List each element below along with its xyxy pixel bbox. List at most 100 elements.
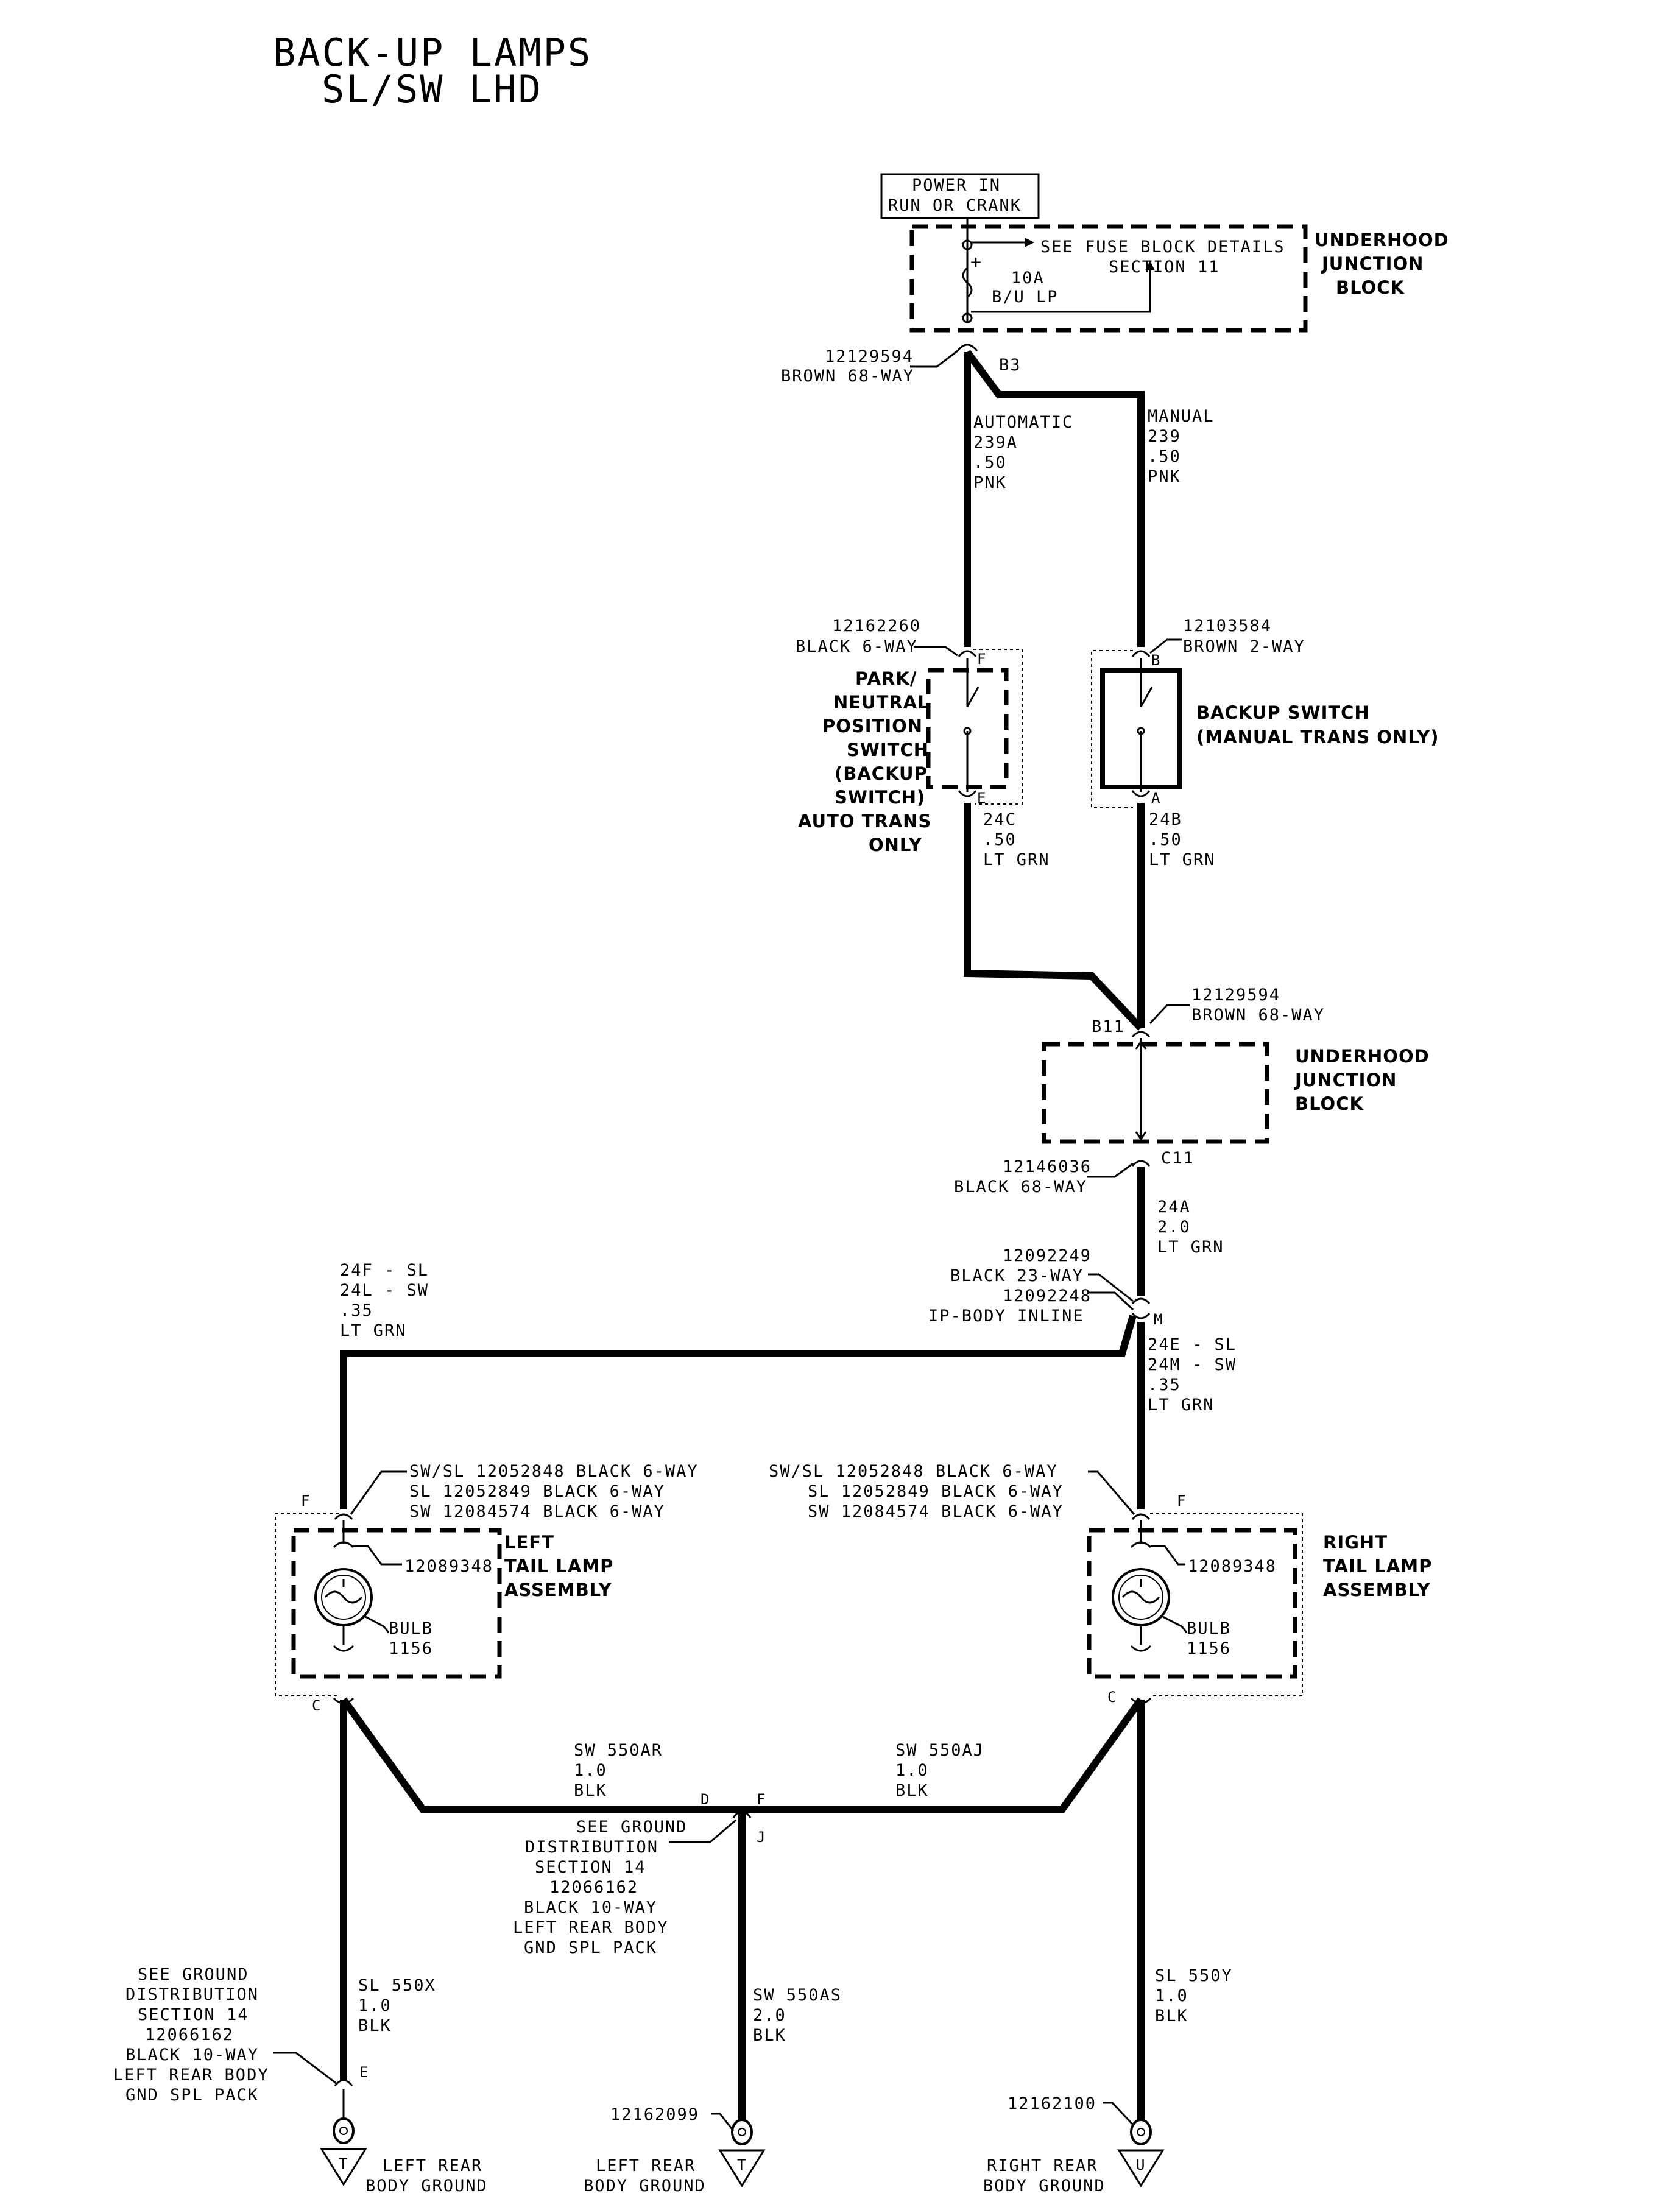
svg-text:T: T	[737, 2156, 747, 2173]
svg-text:SECTION 14: SECTION 14	[138, 2005, 249, 2024]
bs-part: 12103584	[1183, 616, 1272, 635]
svg-text:BULB: BULB	[389, 1619, 433, 1638]
connector-b11: 12129594 BROWN 68-WAY B11	[1092, 986, 1325, 1038]
svg-text:BLACK 23-WAY: BLACK 23-WAY	[950, 1266, 1084, 1285]
svg-text:NEUTRAL: NEUTRAL	[833, 692, 930, 713]
ring-terminal-icon	[731, 2119, 753, 2145]
svg-text:LT GRN: LT GRN	[1148, 1396, 1215, 1414]
switch-contact-icon	[1137, 727, 1145, 735]
ground-icon	[320, 2148, 367, 2186]
svg-text:F: F	[1177, 1492, 1187, 1509]
svg-text:SL 12052849 BLACK 6-WAY: SL 12052849 BLACK 6-WAY	[808, 1482, 1064, 1501]
svg-text:24F - SL: 24F - SL	[340, 1261, 429, 1280]
svg-text:JUNCTION: JUNCTION	[1294, 1070, 1397, 1090]
wire-label-automatic: AUTOMATIC 239A .50 PNK	[973, 413, 1073, 492]
svg-text:LEFT: LEFT	[504, 1532, 554, 1553]
svg-text:24A: 24A	[1157, 1198, 1191, 1216]
svg-text:U: U	[1136, 2156, 1146, 2173]
svg-text:24B: 24B	[1149, 810, 1182, 829]
arrow-up-icon	[971, 263, 1151, 313]
svg-text:SW/SL 12052848 BLACK 6-WAY: SW/SL 12052848 BLACK 6-WAY	[769, 1462, 1058, 1481]
wire-label-550aj: SW 550AJ 1.0 BLK	[895, 1741, 983, 1800]
wire-24f-24l	[340, 1315, 1137, 1509]
svg-text:SECTION 14: SECTION 14	[535, 1858, 646, 1877]
junction-name-3: BLOCK	[1336, 277, 1405, 298]
bs-pin-bot: A	[1151, 789, 1161, 807]
svg-text:1.0: 1.0	[358, 1996, 392, 2015]
svg-text:24L - SW: 24L - SW	[340, 1281, 429, 1300]
svg-text:SW 12084574 BLACK 6-WAY: SW 12084574 BLACK 6-WAY	[409, 1502, 665, 1521]
ground-left-rear-2: 12162099 T LEFT REAR BODY GROUND	[584, 2105, 766, 2195]
svg-text:BLK: BLK	[753, 2026, 786, 2045]
svg-text:1.0: 1.0	[895, 1761, 929, 1780]
wire-24c	[964, 803, 1144, 1031]
svg-text:DISTRIBUTION: DISTRIBUTION	[525, 1838, 658, 1857]
svg-text:2.0: 2.0	[1157, 1218, 1191, 1237]
svg-text:SEE GROUND: SEE GROUND	[576, 1818, 688, 1837]
svg-text:SL 550X: SL 550X	[358, 1976, 436, 1995]
svg-text:RIGHT REAR: RIGHT REAR	[987, 2156, 1098, 2175]
b11-desc: BROWN 68-WAY	[1191, 1006, 1325, 1025]
svg-text:MANUAL: MANUAL	[1148, 407, 1215, 426]
b3-desc: BROWN 68-WAY	[781, 367, 914, 386]
diagram-title: BACK-UP LAMPS SL/SW LHD	[273, 30, 592, 111]
svg-text:LT GRN: LT GRN	[340, 1321, 407, 1340]
ring-terminal-icon	[1130, 2119, 1152, 2145]
svg-text:.50: .50	[983, 830, 1017, 849]
svg-text:12092248: 12092248	[1003, 1287, 1092, 1305]
wire-550aj	[742, 1697, 1144, 1813]
c11-desc: BLACK 68-WAY	[954, 1177, 1087, 1196]
connector-ip-body-inline: 12092249 BLACK 23-WAY 12092248 IP-BODY I…	[928, 1246, 1162, 1328]
svg-text:SW 12084574 BLACK 6-WAY: SW 12084574 BLACK 6-WAY	[808, 1502, 1064, 1521]
svg-text:UNDERHOOD: UNDERHOOD	[1295, 1046, 1430, 1067]
wire-label-manual: MANUAL 239 .50 PNK	[1148, 407, 1215, 486]
park-neutral-position-switch: 12162260 BLACK 6-WAY F E PARK/ NEUTRAL P…	[796, 616, 1023, 855]
svg-text:SEE GROUND: SEE GROUND	[138, 1965, 249, 1984]
underhood-junction-block-top: + SEE FUSE BLOCK DETAILS SECTION 11 10A …	[909, 218, 1449, 333]
bs-desc: BROWN 2-WAY	[1183, 637, 1305, 656]
wire-label-24a: 24A 2.0 LT GRN	[1157, 1198, 1223, 1257]
svg-text:BACKUP SWITCH: BACKUP SWITCH	[1196, 702, 1370, 723]
c11-part: 12146036	[1003, 1157, 1092, 1176]
svg-text:RIGHT: RIGHT	[1323, 1532, 1388, 1553]
b3-part: 12129594	[825, 347, 914, 366]
wire-label-24b: 24B .50 LT GRN	[1149, 810, 1215, 869]
svg-text:BLOCK: BLOCK	[1295, 1093, 1364, 1114]
fuse-details-2: SECTION 11	[1109, 258, 1220, 277]
fuse-rating: 10A	[1011, 269, 1045, 288]
svg-text:239: 239	[1148, 427, 1181, 446]
bs-pin-top: B	[1151, 652, 1161, 669]
svg-text:PNK: PNK	[973, 473, 1007, 492]
power-label-1: POWER IN	[912, 176, 1001, 195]
svg-text:BODY GROUND: BODY GROUND	[365, 2176, 488, 2195]
svg-text:239A: 239A	[973, 433, 1018, 452]
svg-text:C: C	[312, 1697, 322, 1714]
svg-text:C: C	[1107, 1689, 1117, 1706]
svg-text:AUTOMATIC: AUTOMATIC	[973, 413, 1073, 432]
svg-text:POSITION: POSITION	[822, 716, 923, 736]
title-line-1: BACK-UP LAMPS	[273, 30, 592, 75]
wire-label-24c: 24C .50 LT GRN	[983, 810, 1049, 869]
ground-icon	[1117, 2149, 1165, 2187]
svg-text:TAIL LAMP: TAIL LAMP	[1323, 1556, 1432, 1576]
svg-text:+: +	[970, 252, 983, 273]
svg-text:.35: .35	[1148, 1375, 1181, 1394]
wire-239-manual	[964, 350, 1145, 647]
ground-splice-pack-center: D F J SEE GROUND DISTRIBUTION SECTION 14…	[513, 1791, 765, 1957]
svg-text:DISTRIBUTION: DISTRIBUTION	[125, 1985, 259, 2004]
svg-text:BLK: BLK	[895, 1781, 929, 1800]
power-in-box: POWER IN RUN OR CRANK	[880, 173, 1040, 219]
svg-text:LEFT REAR BODY: LEFT REAR BODY	[513, 1918, 669, 1937]
svg-text:(MANUAL TRANS ONLY): (MANUAL TRANS ONLY)	[1196, 727, 1439, 747]
svg-text:.35: .35	[340, 1301, 373, 1320]
svg-text:12162100: 12162100	[1008, 2094, 1096, 2113]
svg-text:24M - SW: 24M - SW	[1148, 1355, 1237, 1374]
pn-desc: BLACK 6-WAY	[796, 637, 918, 656]
fuse-icon	[962, 267, 973, 298]
title-line-2: SL/SW LHD	[322, 67, 543, 111]
svg-text:SL 12052849 BLACK 6-WAY: SL 12052849 BLACK 6-WAY	[409, 1482, 665, 1501]
b3-pin: B3	[999, 356, 1022, 375]
svg-text:1.0: 1.0	[574, 1761, 607, 1780]
b11-pin: B11	[1092, 1017, 1125, 1036]
